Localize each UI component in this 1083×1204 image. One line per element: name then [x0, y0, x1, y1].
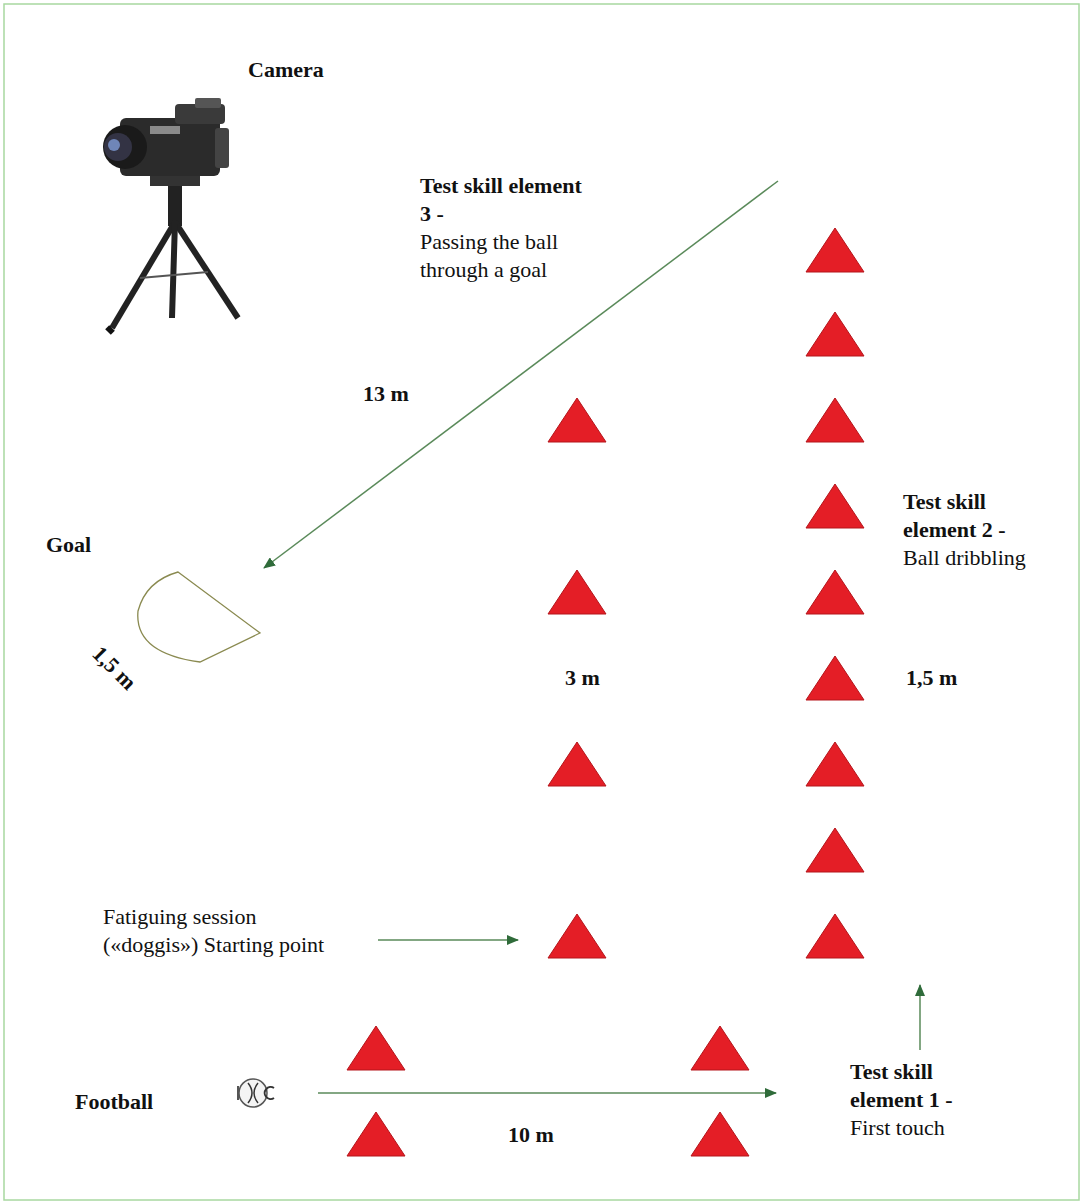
dribble-arrow	[919, 985, 921, 1050]
cone	[691, 1026, 749, 1070]
cone	[806, 312, 864, 356]
dimension-label: 3 m	[565, 664, 600, 692]
cone	[548, 570, 606, 614]
camera-label: Camera	[248, 56, 324, 84]
skill-description: Passing the ball through a goal	[420, 228, 615, 284]
cone	[691, 1112, 749, 1156]
session-note: Fatiguing session («doggis») Starting po…	[103, 903, 343, 959]
cone	[806, 828, 864, 872]
football-icon	[238, 1079, 274, 1107]
skill-heading: Test skill element 3 -	[420, 172, 590, 228]
first-touch-arrow	[318, 1092, 776, 1094]
cone	[347, 1026, 405, 1070]
distance-label: 13 m	[363, 380, 409, 408]
skill-description: First touch	[850, 1114, 1000, 1142]
skill-heading: Test skill element 1 -	[850, 1058, 985, 1114]
goal-outline	[128, 565, 268, 670]
equipment-label: Football	[75, 1088, 153, 1116]
skill-description: Ball dribbling	[903, 544, 1033, 572]
start-arrow	[378, 939, 518, 941]
cone	[806, 570, 864, 614]
dimension-label: 1,5 m	[86, 640, 142, 696]
cone	[806, 398, 864, 442]
cone	[806, 742, 864, 786]
goal-heading: Goal	[46, 531, 91, 559]
cone	[548, 398, 606, 442]
dimension-label: 1,5 m	[906, 664, 957, 692]
cone	[347, 1112, 405, 1156]
camera-illustration	[103, 98, 238, 332]
pass-arrow	[264, 181, 778, 568]
cone	[548, 914, 606, 958]
cone	[806, 228, 864, 272]
cone	[806, 656, 864, 700]
cone-set	[347, 228, 864, 1156]
goal-area: Goal	[128, 565, 268, 670]
distance-label: 10 m	[508, 1121, 554, 1149]
cone	[806, 484, 864, 528]
skill-heading: Test skill element 2 -	[903, 488, 1063, 544]
cone	[806, 914, 864, 958]
frame	[4, 4, 1079, 1200]
cone	[548, 742, 606, 786]
